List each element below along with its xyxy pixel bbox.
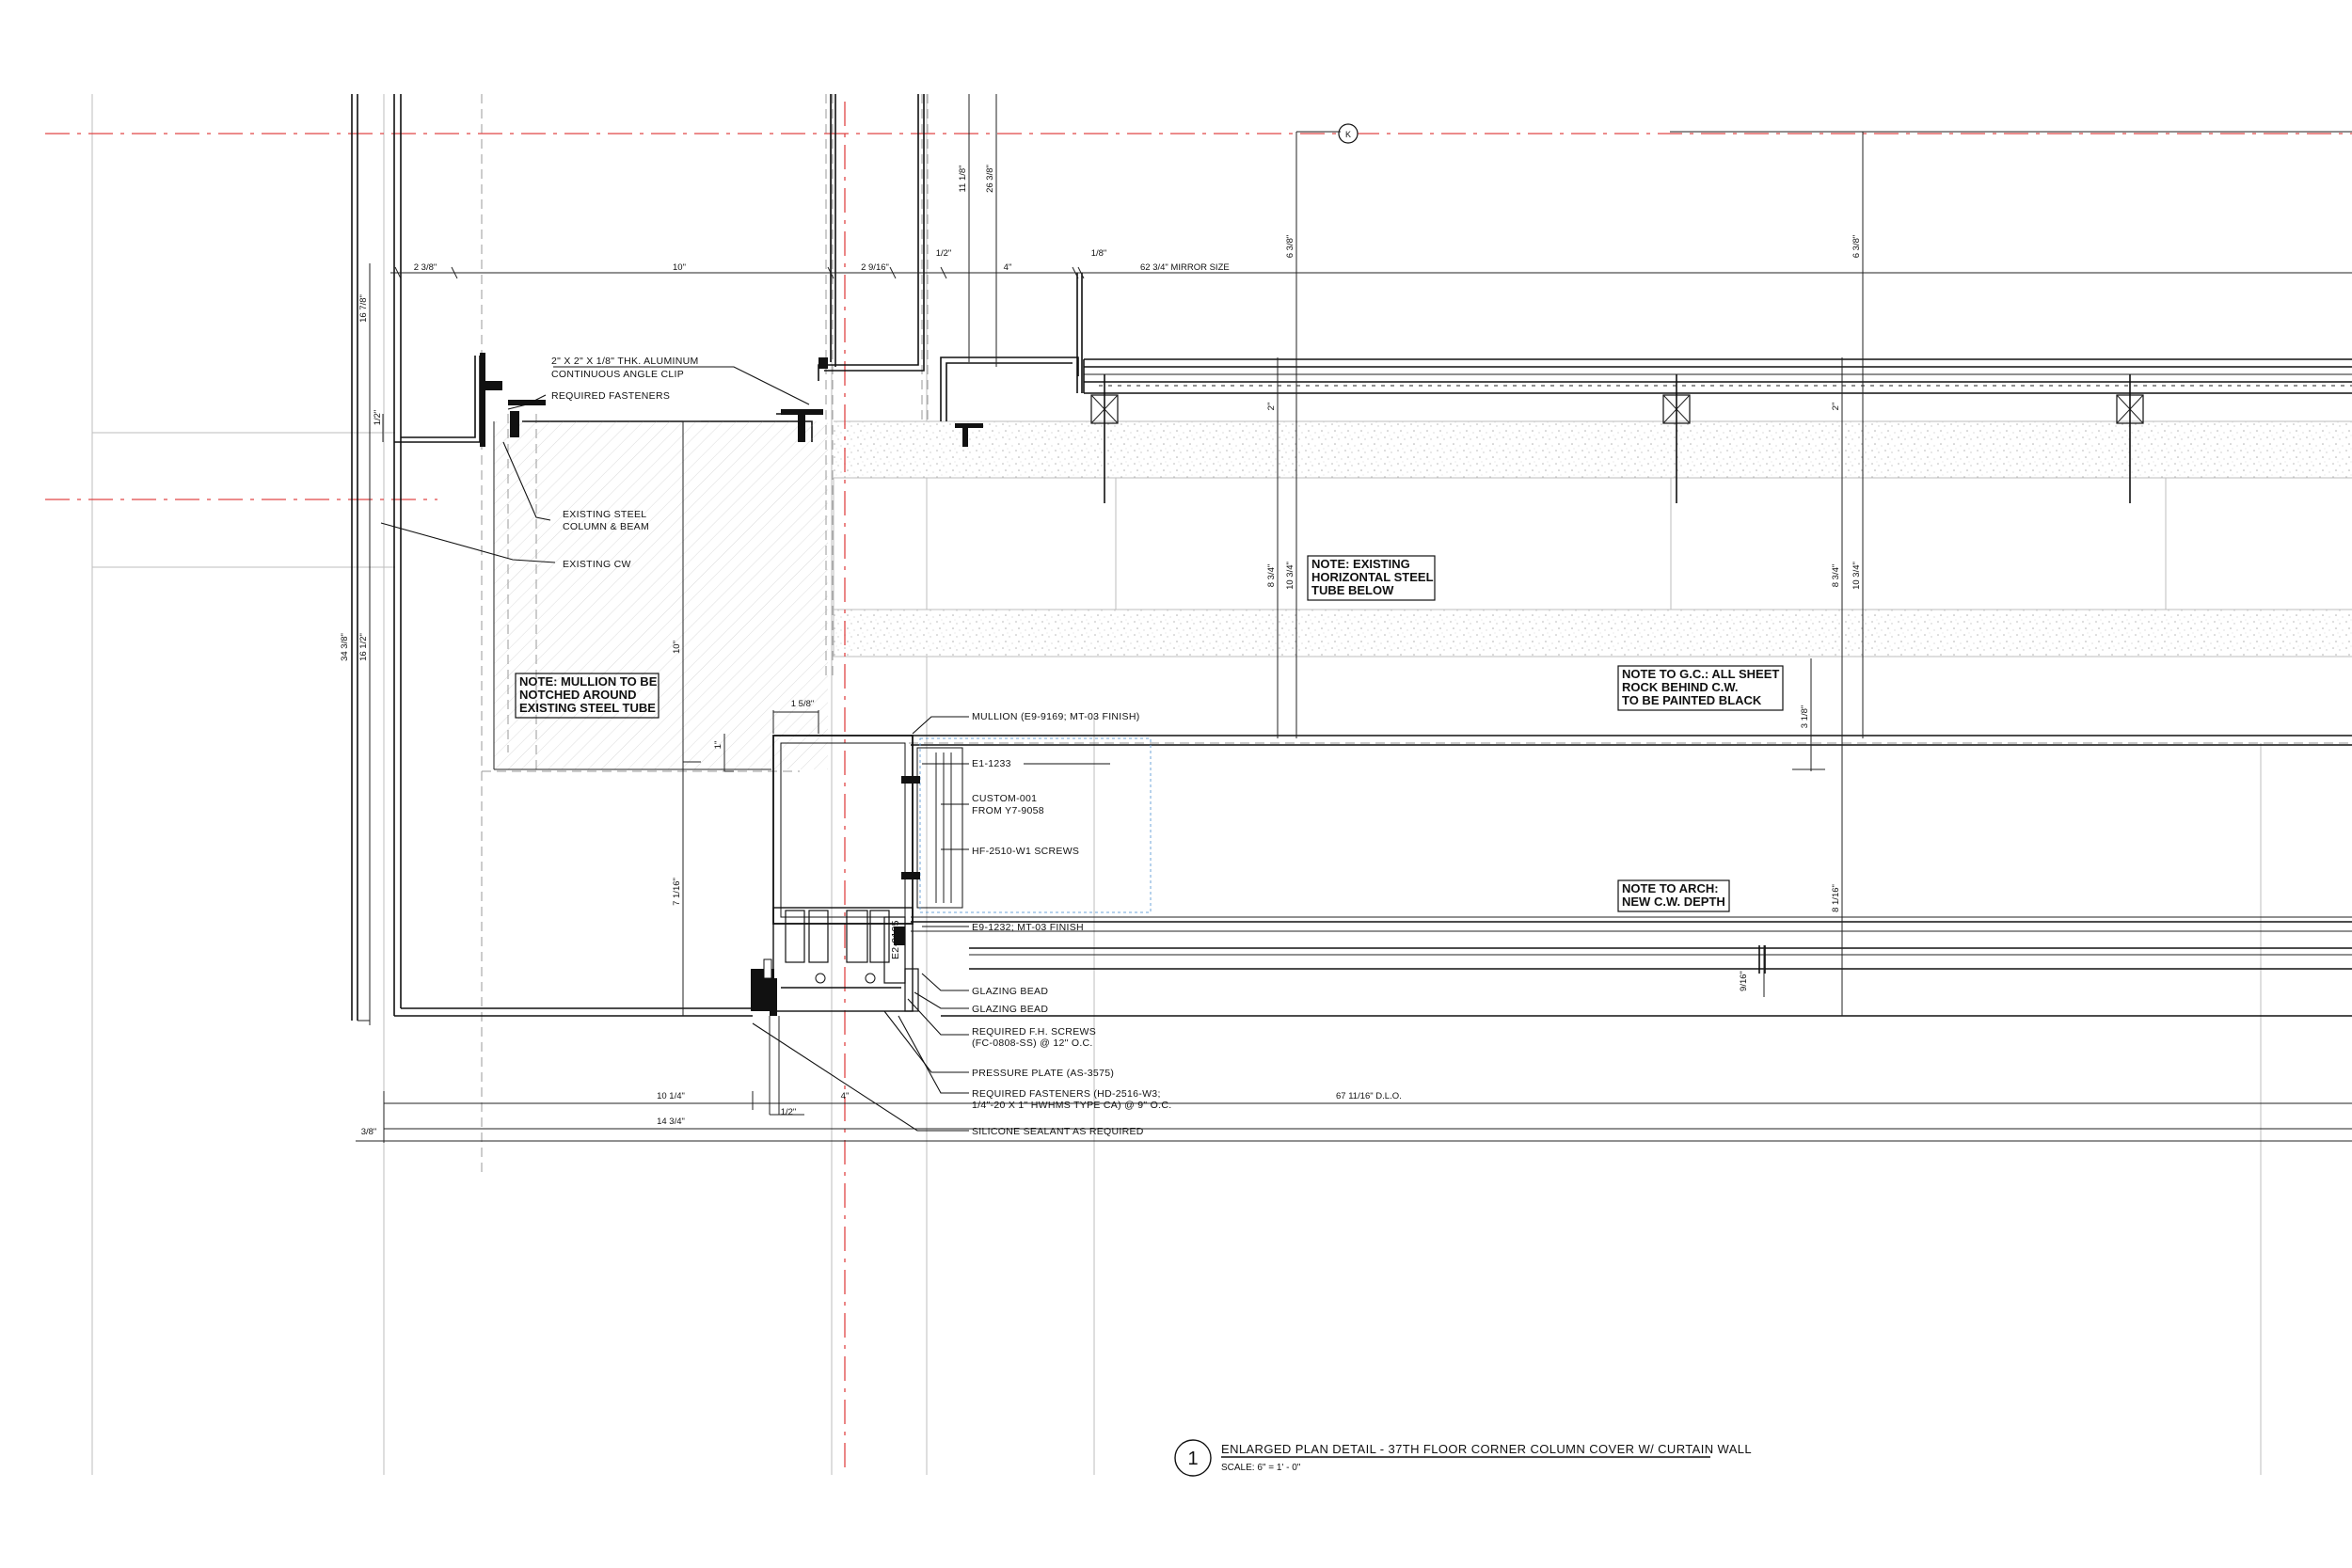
svg-text:HORIZONTAL STEEL: HORIZONTAL STEEL — [1311, 570, 1434, 584]
svg-text:14 3/4": 14 3/4" — [657, 1117, 685, 1127]
svg-text:TO BE PAINTED BLACK: TO BE PAINTED BLACK — [1622, 693, 1762, 707]
svg-text:TUBE BELOW: TUBE BELOW — [1311, 583, 1394, 597]
detail-scale: SCALE: 6" = 1' - 0" — [1221, 1463, 1301, 1473]
svg-text:4": 4" — [1004, 262, 1012, 273]
svg-text:16 7/8": 16 7/8" — [358, 294, 369, 323]
svg-text:34 3/8": 34 3/8" — [340, 633, 350, 661]
svg-text:NOTE: MULLION TO BE: NOTE: MULLION TO BE — [519, 674, 658, 689]
svg-text:6 3/8": 6 3/8" — [1851, 235, 1862, 259]
background-lines — [91, 94, 2262, 1475]
column-cover — [351, 94, 925, 1021]
svg-text:10 3/4": 10 3/4" — [1851, 562, 1862, 590]
svg-text:2": 2" — [1831, 403, 1841, 411]
label-fh-screws-2: (FC-0808-SS) @ 12" O.C. — [972, 1037, 1093, 1049]
svg-text:K: K — [1345, 130, 1351, 139]
label-e9-1232: E9-1232; MT-03 FINISH — [972, 922, 1084, 933]
svg-text:10 3/4": 10 3/4" — [1285, 562, 1295, 590]
svg-text:1/2": 1/2" — [781, 1107, 797, 1117]
svg-text:2 3/8": 2 3/8" — [414, 262, 437, 273]
svg-text:16 1/2": 16 1/2" — [358, 633, 369, 661]
svg-text:NEW C.W. DEPTH: NEW C.W. DEPTH — [1622, 895, 1725, 909]
svg-text:NOTE TO ARCH:: NOTE TO ARCH: — [1622, 881, 1719, 895]
label-angle-clip-1: 2" X 2" X 1/8" THK. ALUMINUM — [551, 356, 699, 367]
label-existing-cw: EXISTING CW — [563, 559, 631, 570]
leader-lines — [380, 366, 1110, 1132]
note-mullion-notch: NOTE: MULLION TO BE NOTCHED AROUND EXIST… — [515, 673, 660, 719]
label-custom-001-1: CUSTOM-001 — [972, 793, 1037, 804]
svg-text:2": 2" — [1266, 403, 1277, 411]
svg-text:1 5/8": 1 5/8" — [791, 699, 815, 709]
detail-number: 1 — [1187, 1449, 1198, 1469]
svg-text:3/8": 3/8" — [361, 1127, 377, 1137]
label-e2-0105: E2-0105 — [890, 920, 901, 959]
label-req-fasteners-2-2: 1/4"-20 X 1" HWHMS TYPE CA) @ 9" O.C. — [972, 1100, 1171, 1111]
svg-text:EXISTING STEEL TUBE: EXISTING STEEL TUBE — [519, 701, 656, 715]
svg-text:NOTCHED AROUND: NOTCHED AROUND — [519, 688, 636, 702]
label-required-fasteners: REQUIRED FASTENERS — [551, 390, 670, 402]
label-angle-clip-2: CONTINUOUS ANGLE CLIP — [551, 369, 684, 380]
label-fh-screws-1: REQUIRED F.H. SCREWS — [972, 1026, 1096, 1037]
label-glazing-bead-2: GLAZING BEAD — [972, 1004, 1048, 1015]
concrete-bands — [833, 420, 2352, 744]
label-e1-1233: E1-1233 — [972, 758, 1011, 769]
note-existing-tube: NOTE: EXISTING HORIZONTAL STEEL TUBE BEL… — [1307, 555, 1436, 601]
curtain-wall-top — [940, 273, 2352, 503]
label-hf-screws: HF-2510-W1 SCREWS — [972, 846, 1079, 857]
detail-title: ENLARGED PLAN DETAIL - 37TH FLOOR CORNER… — [1221, 1442, 1752, 1456]
svg-text:NOTE TO G.C.: ALL SHEET: NOTE TO G.C.: ALL SHEET — [1622, 667, 1779, 681]
svg-text:26 3/8": 26 3/8" — [985, 165, 995, 193]
svg-text:1/8": 1/8" — [1091, 248, 1107, 259]
svg-text:1/2": 1/2" — [373, 410, 383, 426]
svg-text:6 3/8": 6 3/8" — [1285, 235, 1295, 259]
svg-text:11 1/8": 11 1/8" — [958, 165, 968, 192]
svg-text:8 3/4": 8 3/4" — [1266, 564, 1277, 588]
svg-text:62 3/4" MIRROR SIZE: 62 3/4" MIRROR SIZE — [1140, 262, 1230, 273]
annotation-labels: 2" X 2" X 1/8" THK. ALUMINUM CONTINUOUS … — [551, 356, 1171, 1137]
label-existing-steel-1: EXISTING STEEL — [563, 509, 646, 520]
svg-text:1/2": 1/2" — [936, 248, 952, 259]
note-gc-sheetrock: NOTE TO G.C.: ALL SHEET ROCK BEHIND C.W.… — [1617, 665, 1784, 711]
svg-text:1": 1" — [713, 741, 723, 750]
curtain-wall-lower — [911, 735, 2352, 1017]
svg-text:9/16": 9/16" — [1739, 971, 1749, 991]
label-pressure-plate: PRESSURE PLATE (AS-3575) — [972, 1068, 1114, 1079]
grid-lines — [45, 102, 2352, 1475]
svg-text:2 9/16": 2 9/16" — [861, 262, 889, 273]
svg-text:67 11/16" D.L.O.: 67 11/16" D.L.O. — [1336, 1091, 1402, 1101]
svg-text:4": 4" — [841, 1091, 850, 1101]
fastener-symbols — [480, 353, 983, 879]
label-req-fasteners-2-1: REQUIRED FASTENERS (HD-2516-W3; — [972, 1088, 1161, 1100]
label-mullion: MULLION (E9-9169; MT-03 FINISH) — [972, 711, 1140, 722]
svg-text:10": 10" — [672, 641, 682, 654]
label-custom-001-2: FROM Y7-9058 — [972, 805, 1044, 816]
note-arch-depth: NOTE TO ARCH: NEW C.W. DEPTH — [1617, 879, 1730, 912]
label-existing-steel-2: COLUMN & BEAM — [563, 521, 649, 532]
svg-text:8 1/16": 8 1/16" — [1831, 884, 1841, 912]
svg-text:3 1/8": 3 1/8" — [1800, 705, 1810, 729]
label-glazing-bead-1: GLAZING BEAD — [972, 986, 1048, 997]
label-sealant: SILICONE SEALANT AS REQUIRED — [972, 1126, 1144, 1137]
svg-text:8 3/4": 8 3/4" — [1831, 564, 1841, 588]
svg-text:ROCK BEHIND C.W.: ROCK BEHIND C.W. — [1622, 680, 1739, 694]
mullion — [751, 735, 1152, 1115]
svg-text:10": 10" — [673, 262, 686, 273]
dimension-texts: 2 3/8" 10" 2 9/16" 1/2" 4" 1/8" 62 3/4" … — [340, 165, 1862, 1137]
svg-text:10 1/4": 10 1/4" — [657, 1091, 685, 1101]
grid-bubble-k: K — [1338, 123, 1359, 144]
detail-title-block: 1 ENLARGED PLAN DETAIL - 37TH FLOOR CORN… — [1174, 1439, 1752, 1477]
svg-text:7 1/16": 7 1/16" — [672, 878, 682, 906]
svg-text:NOTE: EXISTING: NOTE: EXISTING — [1311, 557, 1410, 571]
dimension-lines — [356, 94, 2352, 1143]
